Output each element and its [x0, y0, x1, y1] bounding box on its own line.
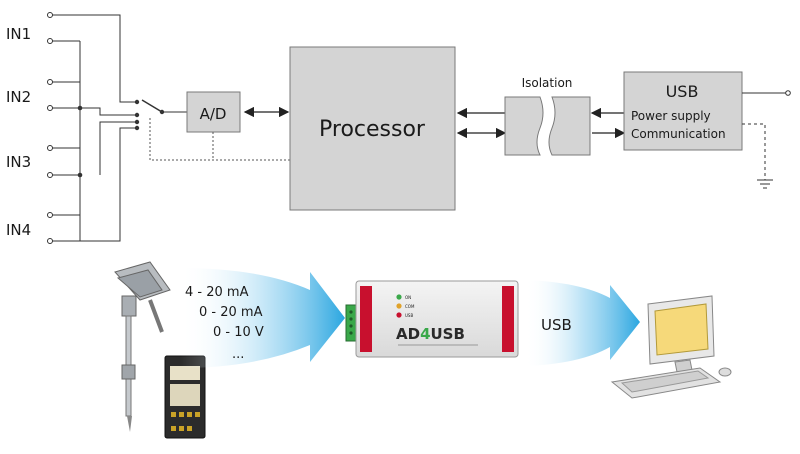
adc-block [186, 91, 241, 133]
usb-block-title: USB [666, 82, 699, 101]
processor-isolation-arrows [456, 107, 507, 139]
ground-icon [742, 123, 773, 189]
signal-0-10v: 0 - 10 V [213, 325, 264, 340]
usb-flow-arrow [525, 280, 640, 366]
input-wires [50, 14, 135, 242]
input-label-in3: IN3 [6, 153, 31, 171]
control-lines [149, 118, 290, 161]
computer-icon [610, 295, 732, 399]
usb-block-line2: Communication [631, 127, 726, 141]
isolation-label: Isolation [522, 76, 573, 90]
din-rail-transducer-icon [164, 355, 206, 439]
led-label-on: ON [405, 295, 411, 300]
signal-4-20ma: 4 - 20 mA [185, 285, 249, 300]
isolation-usb-arrows [590, 107, 626, 139]
usb-link-label: USB [541, 316, 572, 334]
processor-block [289, 46, 456, 211]
usb-block [623, 71, 743, 151]
isolation-block [504, 96, 591, 156]
processor-label: Processor [319, 117, 426, 142]
led-label-com: COM [405, 304, 415, 309]
input-label-in2: IN2 [6, 88, 31, 106]
signal-flow-arrow [180, 268, 345, 368]
led-label-usb: USB [405, 313, 413, 318]
input-section: IN1 IN2 IN3 IN4 [6, 12, 187, 244]
signal-more: ... [232, 347, 244, 362]
multiplexer-switch [134, 99, 187, 131]
adc-label: A/D [200, 105, 227, 123]
junction-dots [77, 105, 83, 178]
device-brand-logo: AD4USB [396, 325, 465, 343]
input-label-in1: IN1 [6, 25, 31, 43]
ad4usb-device: ON COM USB AD4USB [345, 280, 519, 358]
temperature-sensor-icon [114, 261, 171, 432]
usb-output-wire [742, 90, 791, 96]
signal-0-20ma: 0 - 20 mA [199, 305, 263, 320]
input-label-in4: IN4 [6, 221, 31, 239]
usb-block-line1: Power supply [631, 109, 711, 123]
input-terminals [47, 12, 53, 244]
